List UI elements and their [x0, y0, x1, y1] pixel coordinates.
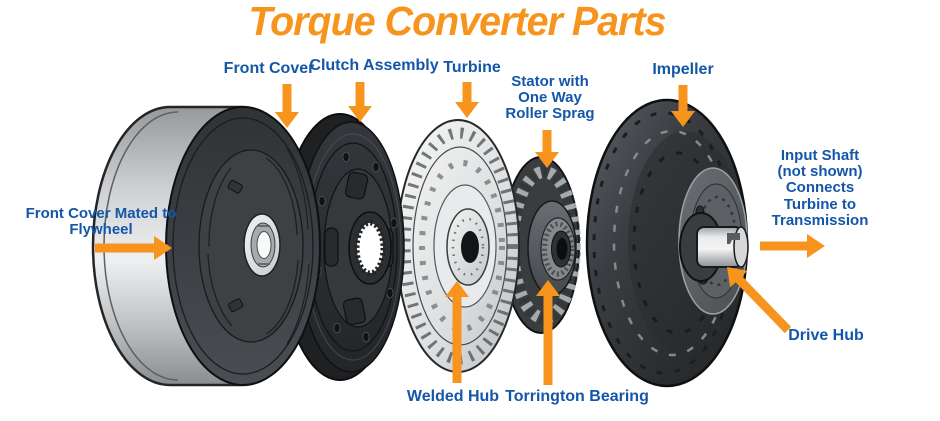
label-turbine: Turbine — [443, 59, 501, 76]
label-stator: Stator with One Way Roller Sprag — [505, 73, 595, 123]
front-cover-part — [91, 105, 321, 387]
drive-hub-arrow — [727, 267, 792, 334]
label-front-cover: Front Cover — [223, 60, 315, 77]
label-clutch-assembly: Clutch Assembly — [309, 57, 439, 74]
label-input-shaft: Input Shaft (not shown) Connects Turbine… — [771, 147, 869, 229]
label-front-cover-mated-to-flywheel: Front Cover Mated to Flywheel — [25, 205, 177, 239]
impeller-part — [585, 98, 749, 388]
input-shaft-arrow — [760, 234, 825, 258]
pointer-arrows — [95, 82, 825, 385]
welded-hub-part — [446, 208, 490, 286]
front-cover-arrow — [275, 84, 299, 128]
label-drive-hub: Drive Hub — [788, 327, 864, 344]
label-welded-hub: Welded Hub — [406, 388, 500, 405]
stator-arrow — [535, 130, 559, 168]
welded-hub-arrow — [445, 281, 469, 383]
label-impeller: Impeller — [652, 61, 714, 78]
flywheel-arrow — [95, 236, 172, 260]
clutch-assembly-arrow — [348, 82, 372, 122]
impeller-arrow — [671, 85, 695, 127]
drive-hub-part — [696, 226, 749, 268]
label-torrington-bearing: Torrington Bearing — [505, 388, 649, 405]
torrington-bearing-arrow — [536, 280, 560, 385]
page-title: Torque Converter Parts — [248, 0, 666, 44]
turbine-arrow — [455, 82, 479, 118]
